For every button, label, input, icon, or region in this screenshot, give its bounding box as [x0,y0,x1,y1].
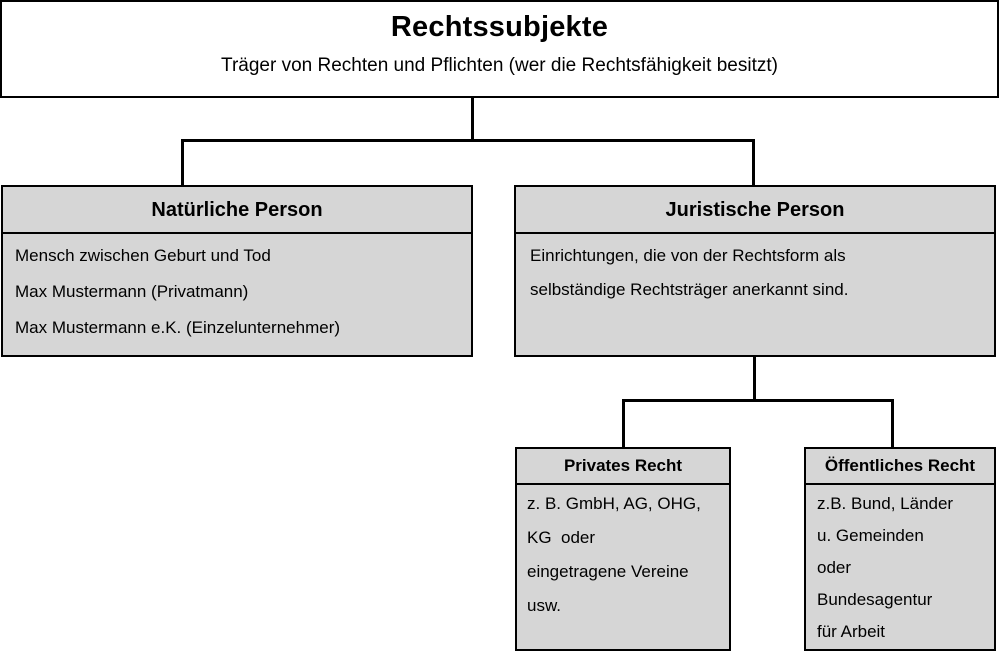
node-rechtssubjekte-body: Träger von Rechten und Pflichten (wer di… [2,44,997,78]
body-line: Mensch zwischen Geburt und Tod [15,246,271,265]
connector-drop-legal [752,139,755,186]
body-line: u. Gemeinden [817,526,924,545]
node-privates-recht-title: Privates Recht [563,456,683,475]
body-line: Max Mustermann e.K. (Einzelunternehmer) [15,318,341,337]
connector-drop-private [622,399,625,448]
connector-level2-horizontal [181,139,755,142]
body-line: z.B. Bund, Länder [817,494,954,513]
node-rechtssubjekte: Rechtssubjekte Träger von Rechten und Pf… [0,0,999,98]
node-rechtssubjekte-title: Rechtssubjekte [390,11,609,43]
connector-drop-public [891,399,894,448]
body-line: oder [817,558,852,577]
body-line: eingetragene Vereine [527,562,689,581]
body-line: Bundesagentur [817,590,933,609]
connector-drop-natural [181,139,184,186]
body-line: usw. [527,596,562,615]
connector-level3-horizontal [622,399,894,402]
body-line: Einrichtungen, die von der Rechtsform al… [530,246,846,265]
node-divider [3,232,471,234]
body-line: für Arbeit [817,622,886,641]
node-oeffentliches-recht-title: Öffentliches Recht [824,456,976,475]
connector-root-stem [471,98,474,141]
body-line: selbständige Rechtsträger anerkannt sind… [530,280,849,299]
node-oeffentliches-recht-body: z.B. Bund, Länder u. Gemeinden oder Bund… [806,485,994,642]
connector-legal-stem [753,357,756,401]
node-privates-recht: Privates Recht z. B. GmbH, AG, OHG, KG o… [515,447,731,651]
node-divider [517,483,729,485]
body-line: Träger von Rechten und Pflichten (wer di… [221,55,778,76]
node-juristische-person: Juristische Person Einrichtungen, die vo… [514,185,996,357]
node-divider [806,483,994,485]
node-oeffentliches-recht: Öffentliches Recht z.B. Bund, Länder u. … [804,447,996,651]
node-divider [516,232,994,234]
node-natuerliche-person-body: Mensch zwischen Geburt und Tod Max Muste… [3,234,471,338]
node-juristische-person-title: Juristische Person [665,199,845,221]
node-natuerliche-person-title: Natürliche Person [151,199,323,221]
body-line: Max Mustermann (Privatmann) [15,282,249,301]
node-juristische-person-body: Einrichtungen, die von der Rechtsform al… [516,234,994,300]
body-line: z. B. GmbH, AG, OHG, [527,494,701,513]
node-privates-recht-body: z. B. GmbH, AG, OHG, KG oder eingetragen… [517,485,729,616]
node-natuerliche-person: Natürliche Person Mensch zwischen Geburt… [1,185,473,357]
body-line: KG oder [527,528,596,547]
